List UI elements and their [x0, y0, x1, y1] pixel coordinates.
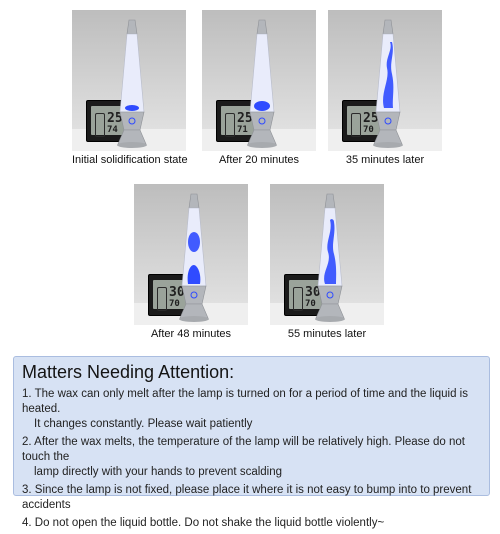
notice-item-text: 2. After the wax melts, the temperature …	[22, 436, 465, 463]
lava-lamp-photo: 30.0 70	[270, 184, 384, 325]
photo-card-20min: 25.5 71 After 20 minutes	[202, 10, 316, 166]
humidity-readout: 70	[363, 125, 374, 135]
photo-caption: 35 minutes later	[345, 154, 425, 166]
lava-lamp-icon	[373, 19, 403, 148]
lava-lamp-photo: 30.0 70	[134, 184, 248, 325]
notice-list: 1. The wax can only melt after the lamp …	[22, 387, 481, 534]
thermometer-icon	[225, 113, 235, 137]
lava-lamp	[368, 18, 408, 151]
lava-lamp-icon	[179, 193, 209, 322]
photo-caption: After 20 minutes	[218, 154, 300, 166]
notice-item: 4. Do not open the liquid bottle. Do not…	[22, 516, 481, 531]
notice-item-text: 4. Do not open the liquid bottle. Do not…	[22, 517, 385, 529]
lava-lamp	[112, 18, 152, 151]
photo-card-35min: 25.5 70 35 minutes later	[328, 10, 442, 166]
photo-caption: After 48 minutes	[150, 328, 232, 340]
lava-lamp	[174, 192, 214, 325]
notice-item-continuation: It changes constantly. Please wait patie…	[34, 418, 253, 430]
lava-lamp	[310, 192, 350, 325]
photo-caption: Initial solidification state	[72, 154, 188, 166]
notice-item-text: 1. The wax can only melt after the lamp …	[22, 388, 468, 415]
humidity-readout: 70	[305, 299, 316, 309]
notice-item-text: 3. Since the lamp is not fixed, please p…	[22, 484, 472, 511]
thermometer-icon	[95, 113, 105, 137]
humidity-readout: 74	[107, 125, 118, 135]
notice-title: Matters Needing Attention:	[22, 362, 235, 382]
notice-item: 3. Since the lamp is not fixed, please p…	[22, 483, 481, 513]
photo-card-initial: 25.1 74 Initial solidification state	[72, 10, 188, 166]
lava-lamp-icon	[117, 19, 147, 148]
photo-card-55min: 30.0 70 55 minutes later	[270, 184, 384, 340]
thermometer-icon	[351, 113, 361, 137]
thermometer-icon	[293, 287, 303, 311]
lava-lamp-photo: 25.1 74	[72, 10, 186, 151]
attention-notice-panel: Matters Needing Attention: 1. The wax ca…	[13, 356, 490, 529]
lava-lamp-icon	[247, 19, 277, 148]
photo-card-48min: 30.0 70 After 48 minutes	[134, 184, 248, 340]
lava-lamp-icon	[315, 193, 345, 322]
humidity-readout: 71	[237, 125, 248, 135]
lava-lamp-photo: 25.5 71	[202, 10, 316, 151]
photo-caption: 55 minutes later	[287, 328, 367, 340]
lava-lamp	[242, 18, 282, 151]
notice-item-continuation: lamp directly with your hands to prevent…	[34, 466, 283, 478]
thermometer-icon	[157, 287, 167, 311]
notice-item: 1. The wax can only melt after the lamp …	[22, 387, 481, 432]
lava-lamp-photo: 25.5 70	[328, 10, 442, 151]
humidity-readout: 70	[169, 299, 180, 309]
notice-item: 2. After the wax melts, the temperature …	[22, 435, 481, 480]
